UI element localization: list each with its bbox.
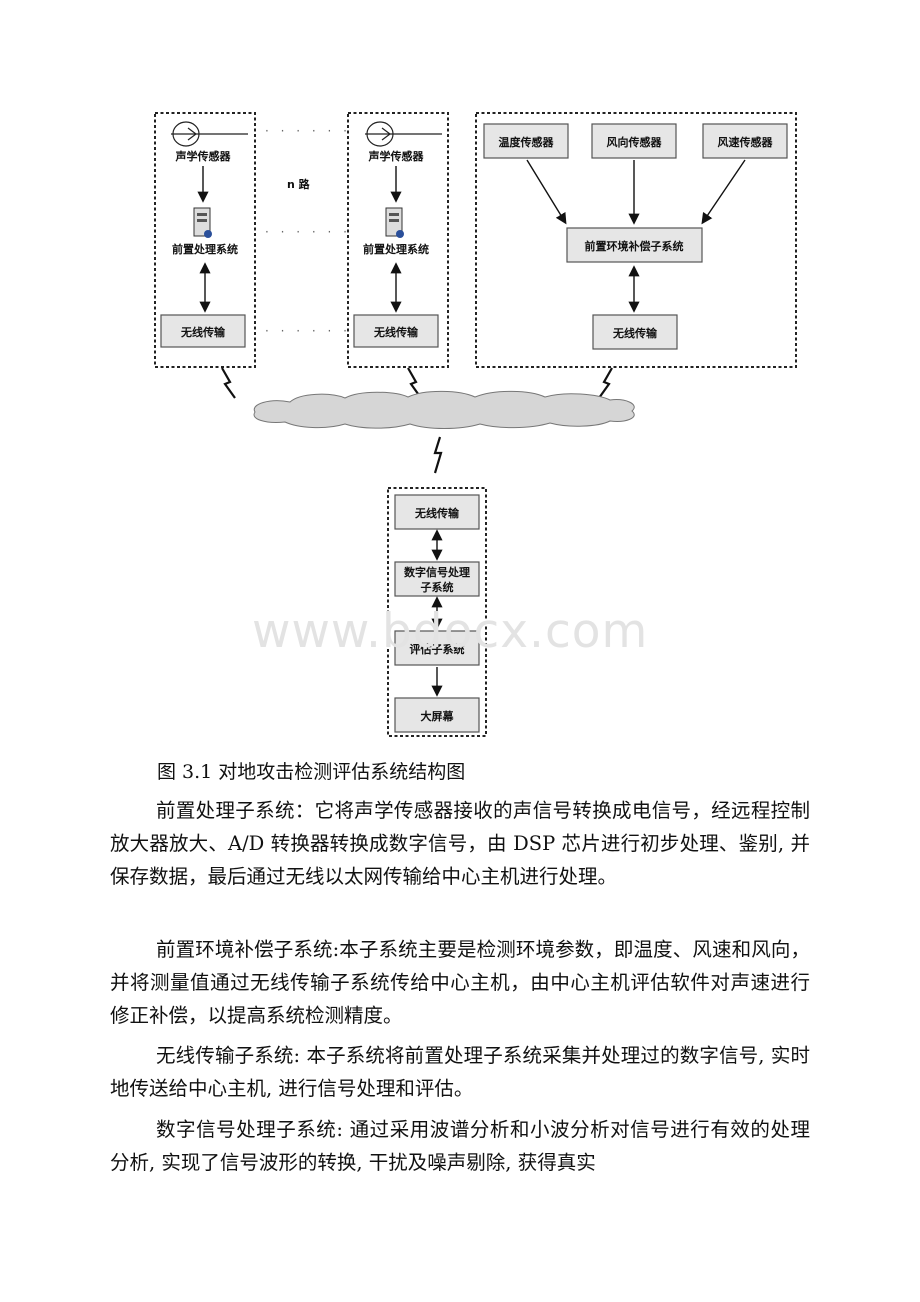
dots-top: · · · · · ·	[265, 124, 351, 138]
dsp-label-line1: 数字信号处理	[404, 565, 470, 579]
env-wireless-label: 无线传输	[612, 326, 658, 340]
wireless-label-right: 无线传输	[373, 325, 419, 339]
wind-dir-sensor-label: 风向传感器	[607, 135, 663, 149]
env-comp-label: 前置环境补偿子系统	[585, 239, 684, 253]
sensor-label-right: 声学传感器	[368, 149, 425, 163]
acoustic-sensor-icon	[365, 121, 442, 147]
center-wireless-box	[394, 494, 480, 530]
preprocess-label-right: 前置处理系统	[363, 242, 429, 256]
screen-label: 大屏幕	[421, 709, 455, 723]
env-comp-box	[566, 227, 703, 263]
wireless-link-left	[221, 367, 236, 399]
paragraph-env-comp: 前置环境补偿子系统:本子系统主要是检测环境参数，即温度、风速和风向，并将测量值通…	[110, 938, 810, 1027]
figure-caption: 图 3.1 对地攻击检测评估系统结构图	[157, 761, 466, 783]
temp-sensor-box	[483, 123, 569, 159]
server-icon	[193, 207, 212, 238]
dsp-box	[394, 561, 480, 597]
wireless-label-left: 无线传输	[180, 325, 226, 339]
preprocess-label-left: 前置处理系统	[172, 242, 238, 256]
paragraph-dsp: 数字信号处理子系统: 通过采用波谱分析和小波分析对信号进行有效的处理分析, 实现…	[110, 1118, 810, 1174]
watermark: www.bdocx.com	[252, 604, 649, 659]
wireless-box-right	[353, 314, 439, 348]
environment-group: 温度传感器 风向传感器 风速传感器 前置环境补偿子系统 无线传输	[475, 112, 797, 368]
system-architecture-diagram: 声学传感器 前置处理系统 无线传输 · · · · · · n 路 · · · …	[154, 112, 797, 737]
wireless-link-center	[433, 436, 443, 474]
sensor-group-left: 声学传感器 前置处理系统 无线传输	[154, 112, 256, 368]
wireless-link-right	[598, 367, 613, 399]
sensor-group-right: 声学传感器 前置处理系统 无线传输	[347, 112, 449, 368]
sensor-label-left: 声学传感器	[175, 149, 232, 163]
center-host-group: 无线传输 数字信号处理 子系统 评估子系统 大屏幕	[387, 487, 487, 737]
paragraph-preprocess: 前置处理子系统：它将声学传感器接收的声信号转换成电信号，经远程控制放大器放大、A…	[110, 799, 810, 888]
eval-label: 评估子系统	[410, 642, 465, 656]
network-cloud	[253, 390, 635, 429]
dsp-label-line2: 子系统	[421, 580, 454, 594]
dots-mid: · · · · · ·	[265, 225, 351, 239]
wireless-box-left	[160, 314, 246, 348]
env-wireless-box	[592, 314, 678, 350]
paragraph-wireless: 无线传输子系统: 本子系统将前置处理子系统采集并处理过的数字信号, 实时地传送给…	[110, 1044, 810, 1100]
wind-dir-sensor-box	[591, 123, 677, 159]
dots-bottom: · · · · · ·	[265, 324, 351, 338]
center-wireless-label: 无线传输	[414, 506, 460, 520]
wireless-link-mid	[407, 367, 422, 399]
wind-speed-sensor-label: 风速传感器	[718, 135, 774, 149]
acoustic-sensor-icon	[171, 121, 248, 147]
server-icon	[385, 207, 404, 238]
temp-sensor-label: 温度传感器	[499, 135, 555, 149]
n-routes-label: n 路	[287, 177, 311, 191]
screen-box	[394, 697, 480, 733]
eval-box	[394, 630, 480, 666]
wind-speed-sensor-box	[702, 123, 788, 159]
